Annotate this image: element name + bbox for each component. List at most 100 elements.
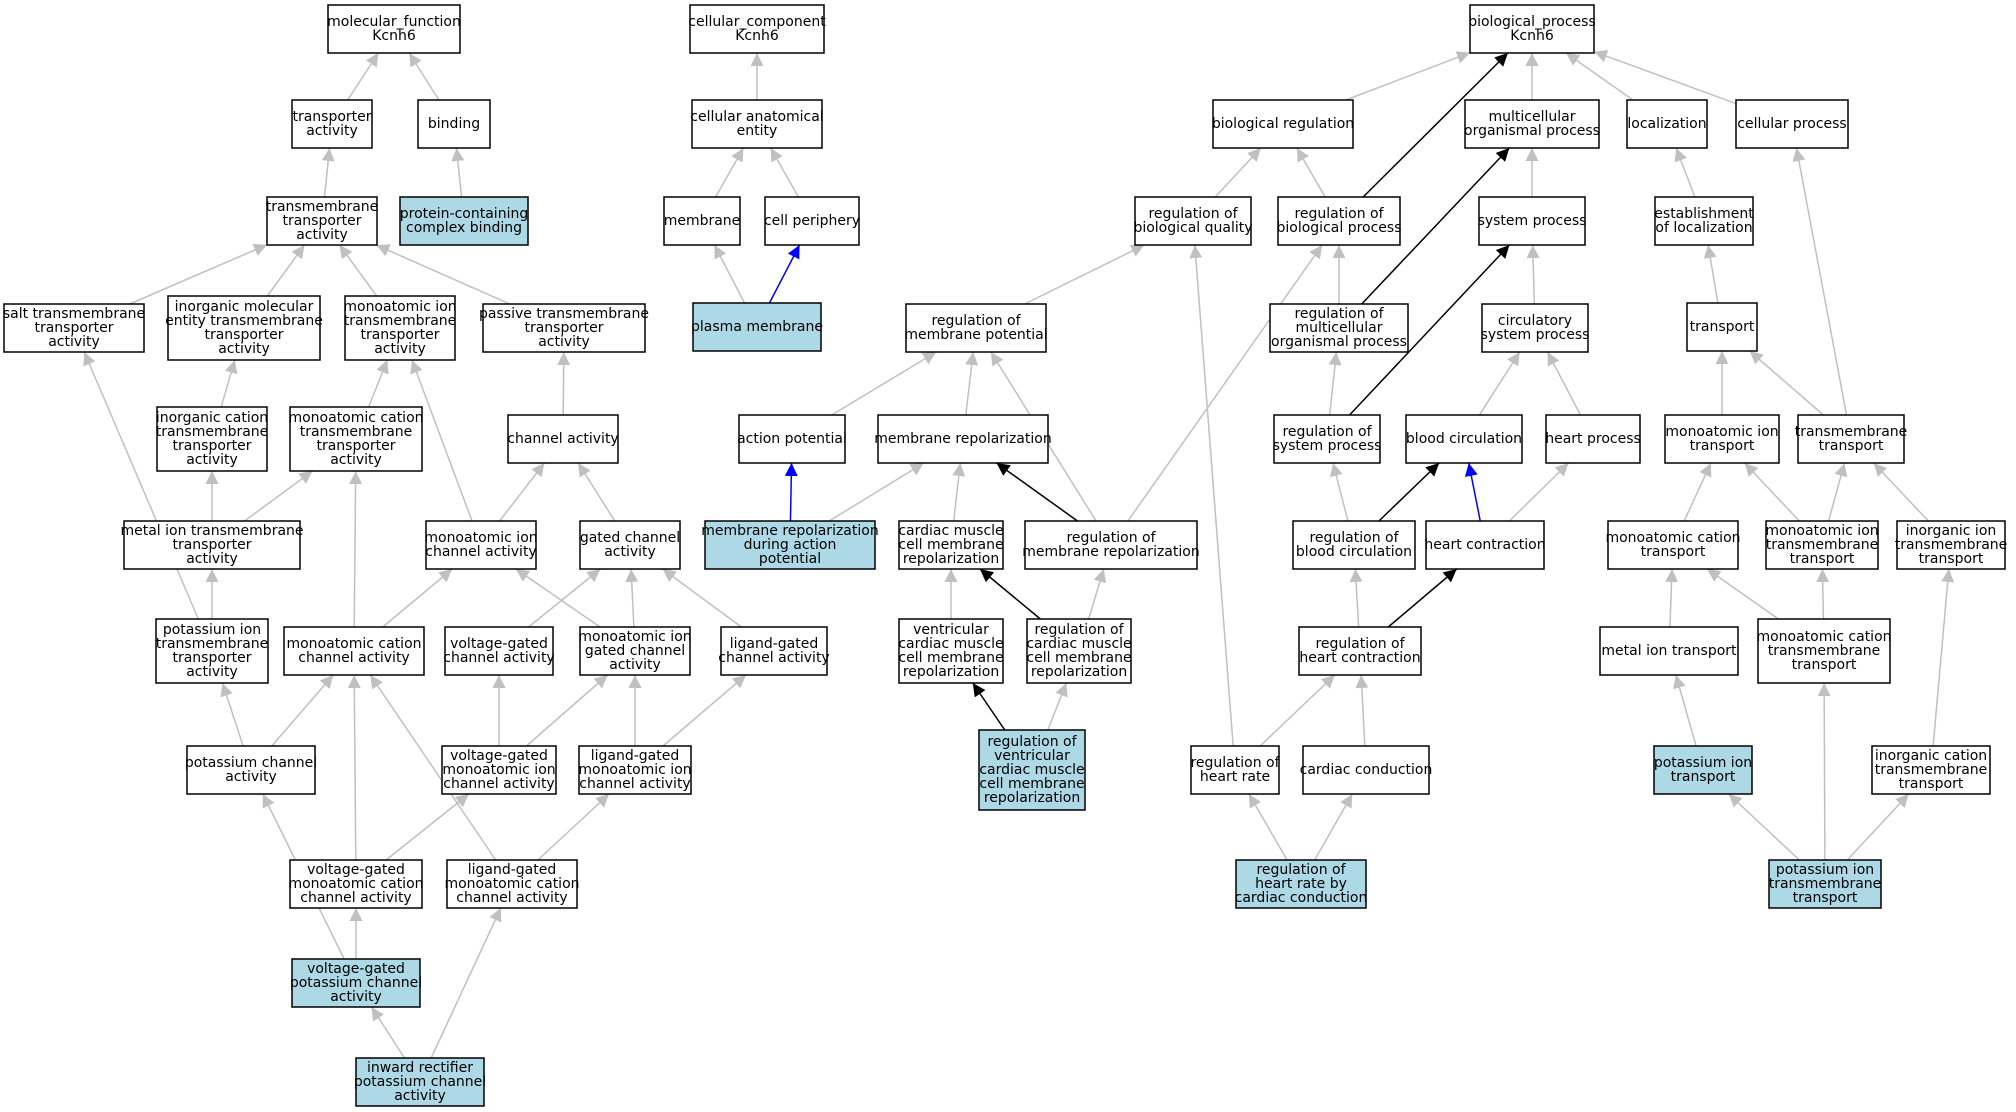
term-node-heart-contr[interactable]: heart contraction — [1424, 520, 1546, 570]
edge-lg_monocation-to-lg_monoion — [537, 793, 610, 861]
term-node-monoion-tm-act[interactable]: monoatomic iontransmembranetransporterac… — [343, 295, 457, 361]
term-node-bio-reg[interactable]: biological regulation — [1212, 99, 1354, 149]
term-label-line: potassium channel — [290, 975, 422, 991]
term-box — [417, 99, 491, 149]
term-node-heart-proc[interactable]: heart process — [1545, 414, 1641, 464]
term-box — [425, 520, 537, 570]
term-label-line: voltage-gated — [450, 636, 548, 652]
term-node-k-ion-tm-act[interactable]: potassium iontransmembranetransporteract… — [155, 618, 269, 684]
term-node-inorg-cation-act[interactable]: inorganic cationtransmembranetransporter… — [156, 406, 269, 472]
term-box — [482, 303, 646, 353]
term-node-localization[interactable]: localization — [1626, 99, 1708, 149]
term-box — [156, 406, 268, 472]
term-node-channel-act[interactable]: channel activity — [507, 414, 619, 464]
term-node-binding[interactable]: binding — [417, 99, 491, 149]
term-box — [441, 745, 557, 795]
term-node-monocation-tm-act[interactable]: monoatomic cationtransmembranetransporte… — [288, 406, 424, 472]
term-node-membrane[interactable]: membrane — [663, 196, 741, 246]
term-label-line: entity transmembrane — [165, 313, 323, 329]
term-label-line: repolarization — [984, 790, 1080, 806]
term-node-system-proc[interactable]: system process — [1478, 196, 1587, 246]
term-node-transport[interactable]: transport — [1686, 302, 1758, 352]
term-node-metal-ion-tm[interactable]: metal ion transmembranetransporteractivi… — [120, 520, 304, 570]
term-label-line: cell membrane — [898, 537, 1003, 553]
edge-inorg_cation_act-to-inorg_mol — [220, 359, 238, 408]
term-node-cardiac-cond[interactable]: cardiac conduction — [1300, 745, 1433, 795]
edge-gated_channel-to-channel_act — [577, 462, 616, 522]
term-box — [1273, 414, 1381, 464]
term-node-mem-repol[interactable]: membrane repolarization — [874, 414, 1052, 464]
edge-heart_proc-to-circ_sys — [1546, 351, 1582, 416]
term-label-line: gated channel — [585, 643, 685, 659]
term-label-line: activity — [186, 452, 238, 468]
term-node-action-pot[interactable]: action potential — [737, 414, 847, 464]
term-label-line: cellular anatomical — [690, 109, 823, 125]
term-node-cell-periphery[interactable]: cell periphery — [764, 196, 860, 246]
term-node-cellular-proc[interactable]: cellular process — [1735, 99, 1849, 149]
term-box — [689, 4, 825, 54]
term-label-line: regulation of — [1034, 622, 1124, 638]
edge-monocation_tm_transport-to-monocation_transport — [1706, 568, 1779, 620]
term-label-line: activity — [225, 769, 277, 785]
edge-pcb-to-binding — [451, 147, 465, 198]
term-label-line: transmembrane — [1768, 643, 1881, 659]
term-node-metal-ion-transport[interactable]: metal ion transport — [1599, 626, 1739, 676]
term-label-line: cell membrane — [1026, 650, 1131, 666]
term-label-line: heart process — [1545, 431, 1641, 447]
term-label-line: channel activity — [298, 650, 409, 666]
term-node-plasma-membrane[interactable]: plasma membrane — [691, 302, 823, 352]
term-node-blood-circ[interactable]: blood circulation — [1405, 414, 1523, 464]
term-box — [507, 414, 619, 464]
